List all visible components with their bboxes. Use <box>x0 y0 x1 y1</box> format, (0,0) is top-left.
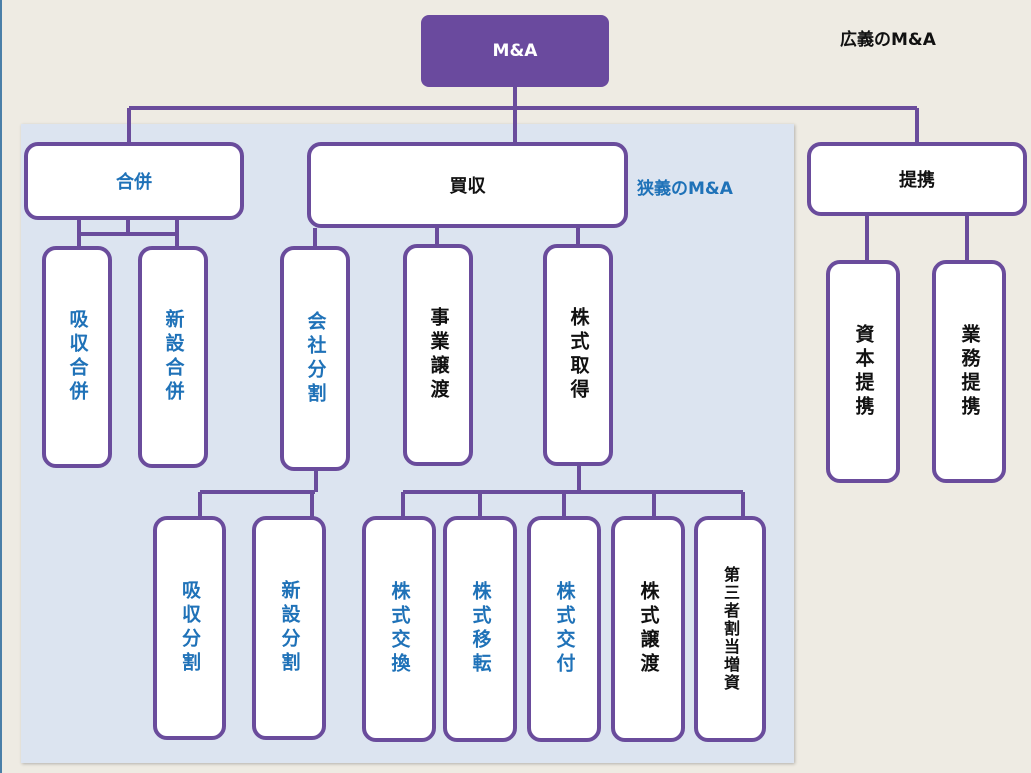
narrow-ma-label: 狭義のM&A <box>637 179 733 199</box>
node-share-exchange: 株式交換 <box>362 516 436 742</box>
node-label: 資本提携 <box>852 323 875 420</box>
node-capital-alliance: 資本提携 <box>826 260 900 483</box>
node-share-acquisition: 株式取得 <box>543 244 613 466</box>
node-label: 新設分割 <box>278 580 301 676</box>
root-label: M&A <box>492 41 538 61</box>
node-label: 会社分割 <box>304 310 327 407</box>
node-new-split: 新設分割 <box>252 516 326 740</box>
connector-ma <box>127 87 919 145</box>
connector-merger <box>77 218 179 248</box>
node-label: 株式譲渡 <box>637 581 660 677</box>
node-label: 事業譲渡 <box>427 307 450 403</box>
node-alliance: 提携 <box>807 142 1027 216</box>
node-company-split: 会社分割 <box>280 246 350 471</box>
broad-ma-label: 広義のM&A <box>840 30 936 50</box>
node-label: 新設合併 <box>162 309 185 405</box>
node-new-merger: 新設合併 <box>138 246 208 468</box>
node-label: 株式交付 <box>553 581 576 677</box>
node-label: 提携 <box>899 170 935 191</box>
node-label: 吸収分割 <box>179 580 201 676</box>
node-label: 吸収合併 <box>66 309 89 405</box>
node-label: 株式取得 <box>567 307 590 403</box>
node-business-transfer: 事業譲渡 <box>403 244 473 466</box>
node-label: 業務提携 <box>958 323 981 420</box>
node-merger: 合併 <box>24 142 244 220</box>
connector-share-acquisition <box>401 462 745 518</box>
node-acquisition: 買収 <box>307 142 628 228</box>
connector-alliance <box>865 214 969 262</box>
node-share-sale: 株式譲渡 <box>611 516 685 742</box>
root-node-ma: M&A <box>421 15 609 87</box>
node-absorption-merger: 吸収合併 <box>42 246 112 468</box>
node-share-delivery: 株式交付 <box>527 516 601 742</box>
node-third-party-allotment: 第三者割当増資 <box>694 516 766 742</box>
connector-acquisition <box>313 228 580 246</box>
node-label: 合併 <box>116 172 152 193</box>
node-share-transfer: 株式移転 <box>443 516 517 742</box>
node-label: 株式移転 <box>469 581 492 677</box>
connector-company-split <box>198 469 318 518</box>
node-business-alliance: 業務提携 <box>932 260 1006 483</box>
node-label: 株式交換 <box>388 581 411 677</box>
left-edge-bar <box>0 0 2 773</box>
node-absorption-split: 吸収分割 <box>153 516 226 740</box>
node-label: 買収 <box>449 176 486 197</box>
node-label: 第三者割当増資 <box>721 566 740 692</box>
